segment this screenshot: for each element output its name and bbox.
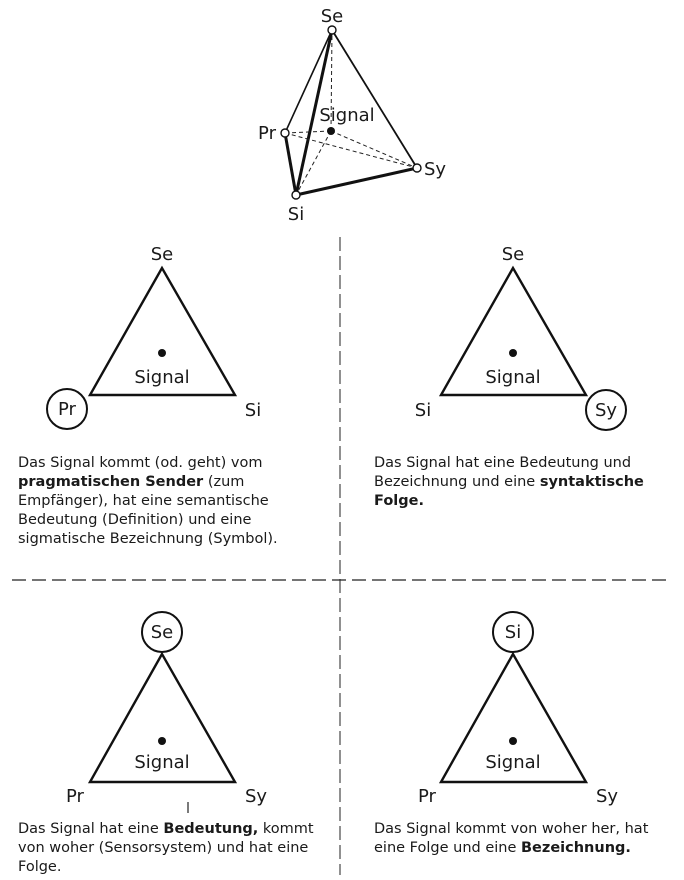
caption-text: Das Signal hat eine: [18, 821, 164, 837]
caption-text: kommt von woher (Sensorsystem) und hat e…: [18, 821, 314, 875]
label-left: Pr: [58, 399, 77, 420]
signal-dot: [327, 127, 335, 135]
caption-top-left: Das Signal kommt (od. geht) vom pragmati…: [18, 454, 318, 549]
edge-se-si: [294, 29, 334, 196]
signal-dot: [509, 349, 517, 357]
circle-marker: [585, 389, 627, 431]
tetra-label-se: Se: [321, 6, 344, 27]
caption-bottom-right: Das Signal kommt von woher her, hat eine…: [374, 820, 674, 858]
caption-emphasis: Bezeichnung.: [521, 840, 631, 856]
label-right: Sy: [596, 786, 618, 807]
edge-se-sy: [331, 29, 418, 169]
vertex-sy: [412, 163, 422, 173]
caption-bottom-left: Das Signal hat eine Bedeutung, kommt von…: [18, 820, 318, 877]
edge-se-pr: [284, 29, 333, 134]
caption-emphasis: Bedeutung,: [163, 821, 259, 837]
caption-emphasis: pragmatischen Sender: [18, 474, 204, 490]
dash-signal-pr: [284, 130, 332, 134]
label-signal: Signal: [134, 367, 189, 388]
panel-top-left: Signal Se Pr Si: [46, 244, 261, 430]
caption-text: Das Signal kommt von woher her, hat eine…: [374, 821, 649, 856]
label-signal: Signal: [485, 367, 540, 388]
panel-bottom-left: Se Signal Pr Sy: [66, 611, 267, 807]
triangle: [87, 265, 238, 397]
label-left: Pr: [66, 786, 85, 807]
tetra-label-sy: Sy: [424, 159, 446, 180]
dash-signal-sy: [330, 130, 418, 169]
dash-signal-si: [295, 130, 332, 196]
label-right: Sy: [245, 786, 267, 807]
tetra-label-pr: Pr: [258, 123, 277, 144]
tetrahedron: Se Pr Sy Si Signal: [258, 6, 446, 225]
signal-dot: [509, 737, 517, 745]
caption-top-right: Das Signal hat eine Bedeutung und Bezeic…: [374, 454, 654, 511]
triangle: [438, 651, 589, 784]
signal-dot: [158, 349, 166, 357]
label-left: Si: [415, 400, 431, 421]
edge-pr-si: [283, 132, 298, 196]
circle-marker: [46, 388, 88, 430]
tetra-label-signal: Signal: [319, 105, 374, 126]
caption-text: (zum Empfänger), hat eine semantische Be…: [18, 474, 278, 547]
label-top: Se: [151, 622, 174, 643]
label-signal: Signal: [134, 752, 189, 773]
vertex-se: [327, 25, 337, 35]
label-right: Sy: [595, 400, 617, 421]
tetra-label-si: Si: [288, 204, 304, 225]
panel-top-right: Signal Se Si Sy: [415, 244, 627, 431]
triangle: [438, 265, 589, 397]
edge-pr-sy: [284, 132, 418, 169]
label-top: Si: [505, 622, 521, 643]
vertex-si: [291, 190, 301, 200]
dash-signal-se: [330, 29, 333, 132]
label-left: Pr: [418, 786, 437, 807]
caption-emphasis: syntaktische Folge.: [374, 474, 644, 509]
vertex-pr: [280, 128, 290, 138]
label-top: Se: [502, 244, 525, 265]
label-right: Si: [245, 400, 261, 421]
caption-text: Das Signal hat eine Bedeutung und Bezeic…: [374, 455, 632, 490]
triangle: [87, 651, 238, 784]
edge-si-sy: [295, 166, 418, 197]
caption-text: Das Signal kommt (od. geht) vom: [18, 455, 263, 471]
panel-bottom-right: Si Signal Pr Sy: [418, 611, 618, 807]
label-top: Se: [151, 244, 174, 265]
label-signal: Signal: [485, 752, 540, 773]
signal-dot: [158, 737, 166, 745]
